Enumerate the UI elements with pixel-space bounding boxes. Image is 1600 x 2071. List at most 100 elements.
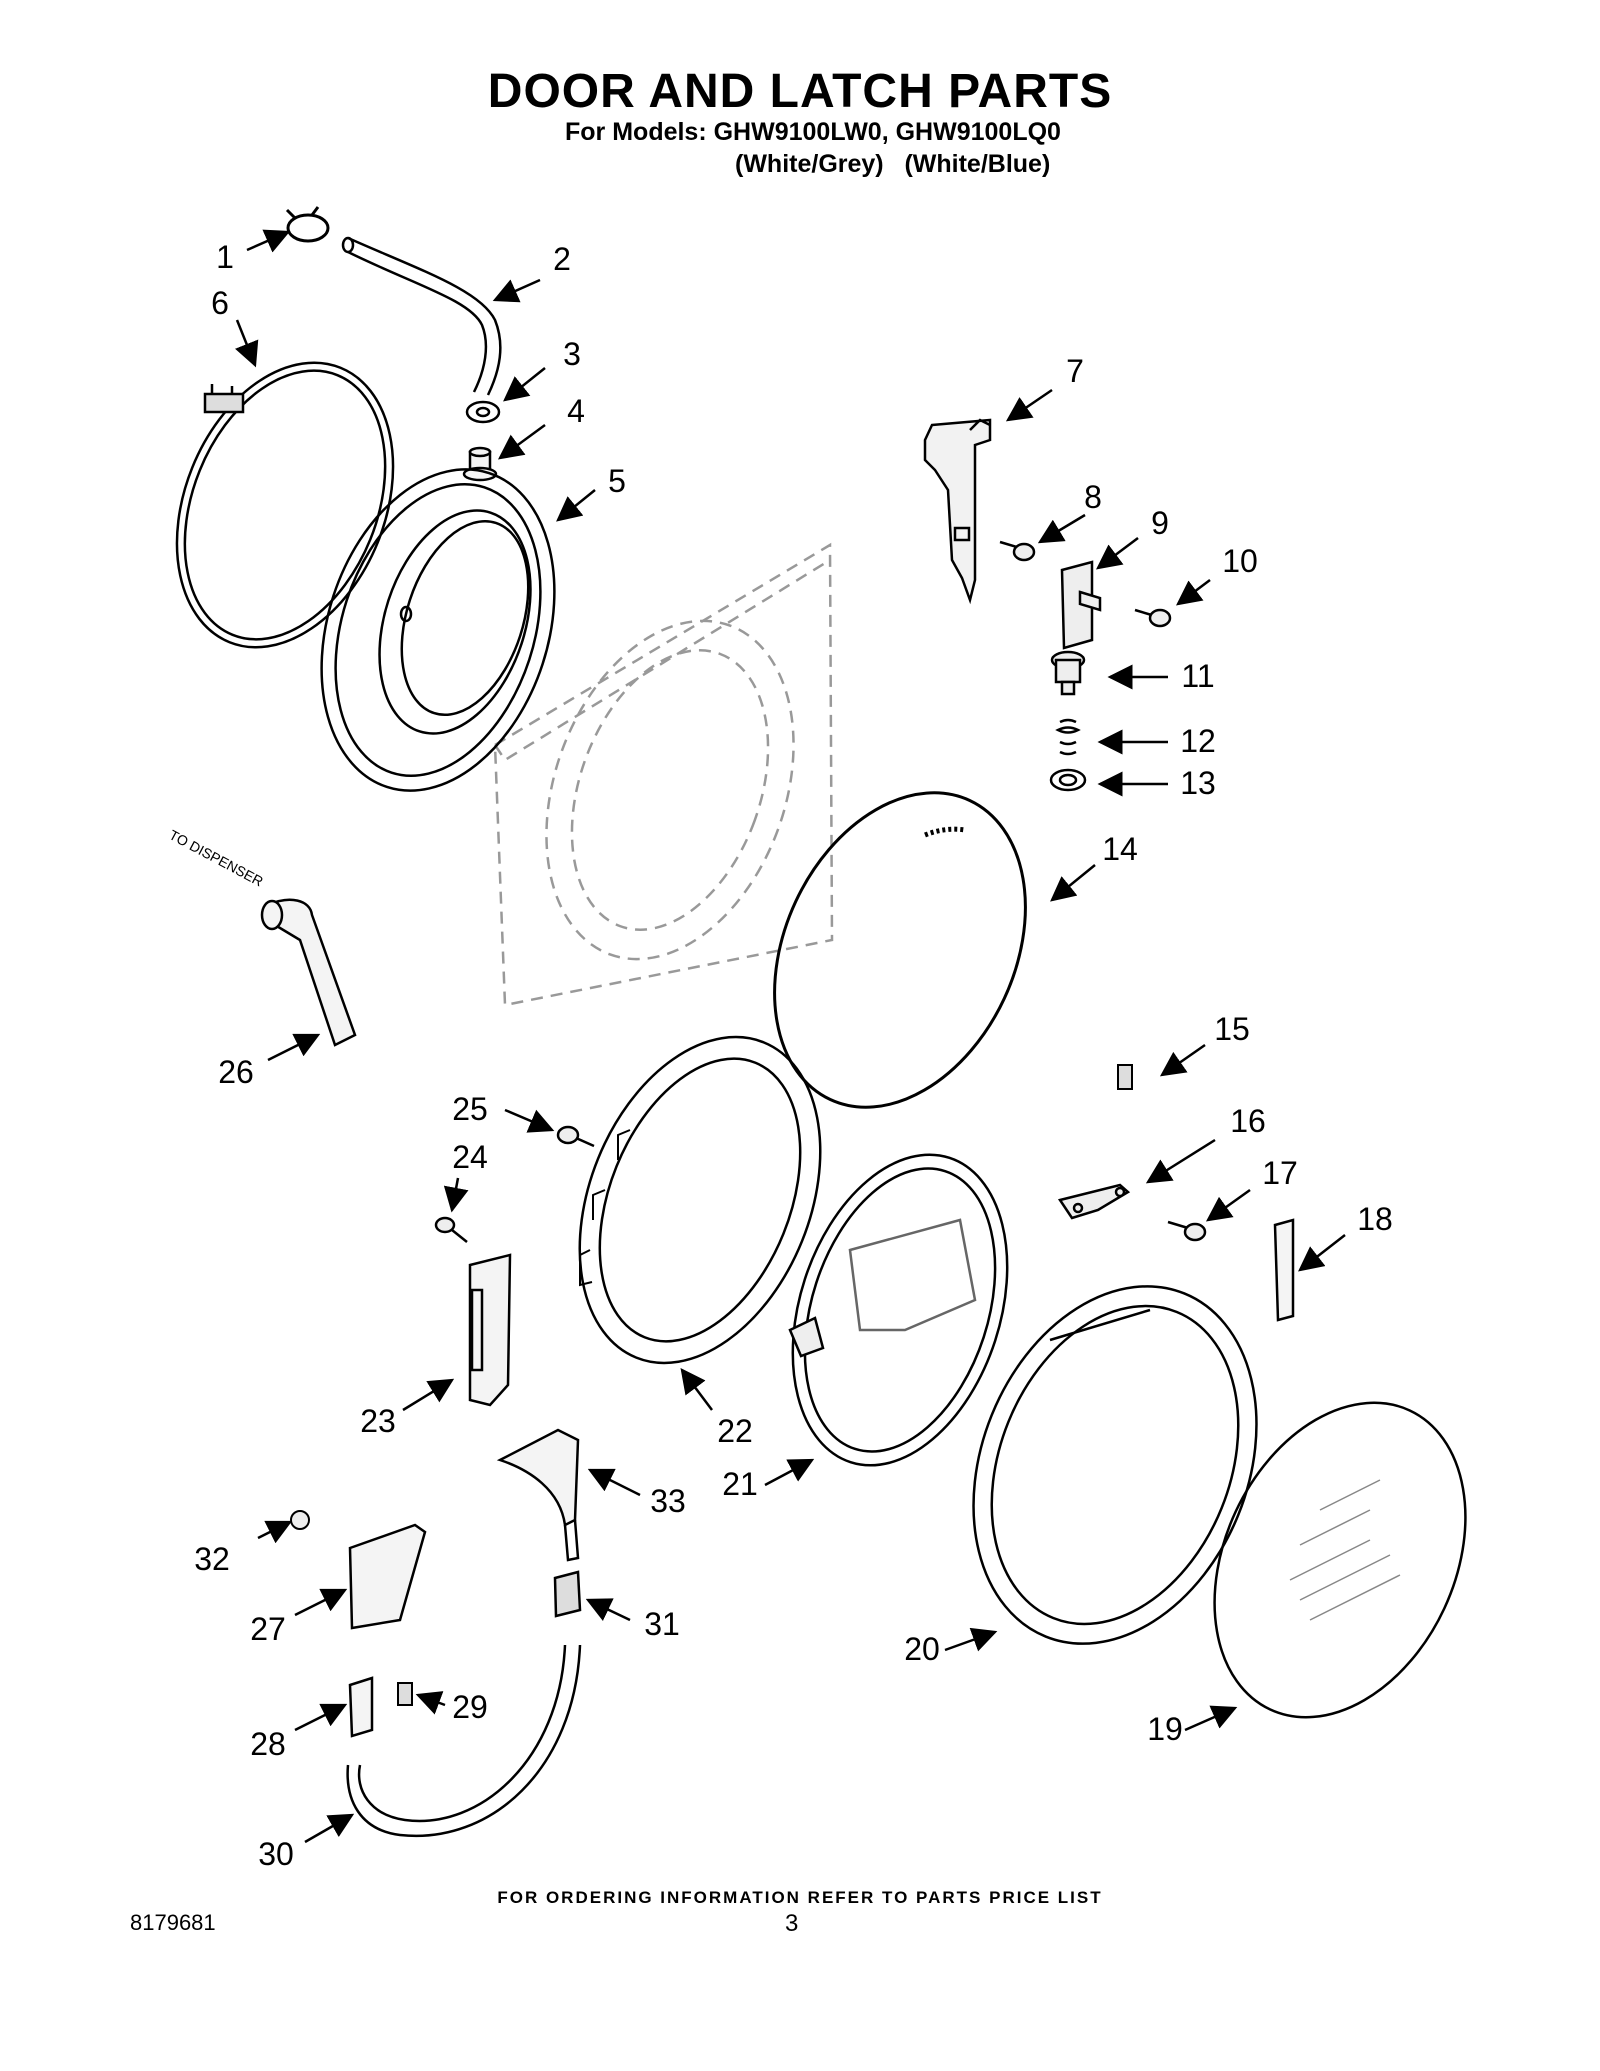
part-27-handle-cover bbox=[348, 1523, 427, 1630]
callout-label: 24 bbox=[452, 1139, 488, 1175]
part-17-screw bbox=[1167, 1220, 1207, 1242]
part-25-screw bbox=[556, 1125, 595, 1148]
callout-31: 31 bbox=[585, 1598, 680, 1642]
page-number: 3 bbox=[785, 1910, 799, 1937]
part-33-handle bbox=[496, 1428, 580, 1562]
part-8-screw bbox=[999, 540, 1036, 562]
callout-14: 14 bbox=[1050, 831, 1138, 902]
callout-label: 13 bbox=[1180, 765, 1216, 801]
callout-label: 19 bbox=[1147, 1711, 1183, 1747]
colors-line: (White/Grey) (White/Blue) bbox=[735, 150, 1051, 178]
callout-28: 28 bbox=[250, 1703, 348, 1762]
part-29-pad bbox=[397, 1682, 413, 1706]
part-21-inner-door bbox=[788, 1153, 1009, 1467]
callout-label: 18 bbox=[1357, 1201, 1393, 1237]
part-19-door-glass bbox=[1213, 1401, 1467, 1719]
callout-label: 21 bbox=[722, 1466, 758, 1502]
callout-label: 16 bbox=[1230, 1103, 1266, 1139]
callout-18: 18 bbox=[1298, 1201, 1393, 1272]
callout-label: 31 bbox=[644, 1606, 680, 1642]
part-18-strip bbox=[1273, 1218, 1295, 1322]
callout-label: 32 bbox=[194, 1541, 230, 1577]
part-32-cap bbox=[290, 1510, 310, 1530]
part-7-latch-bracket bbox=[923, 418, 992, 605]
part-15-clip bbox=[1117, 1064, 1133, 1090]
cabinet-front-outline bbox=[493, 542, 834, 1007]
callout-25: 25 bbox=[452, 1091, 555, 1133]
callout-label: 12 bbox=[1180, 723, 1216, 759]
callout-label: 1 bbox=[216, 239, 234, 275]
callout-27: 27 bbox=[250, 1588, 348, 1647]
callout-label: 4 bbox=[567, 393, 585, 429]
part-12-spring bbox=[1055, 718, 1081, 756]
callout-label: 8 bbox=[1084, 479, 1102, 515]
callout-9: 9 bbox=[1096, 505, 1169, 570]
part-31-block bbox=[553, 1570, 582, 1618]
callout-11: 11 bbox=[1107, 658, 1215, 694]
part-6-clamp-band bbox=[175, 361, 395, 649]
callout-33: 33 bbox=[587, 1468, 686, 1519]
callout-label: 6 bbox=[211, 285, 229, 321]
part-1-clamp bbox=[285, 206, 330, 243]
callout-label: 22 bbox=[717, 1413, 753, 1449]
callout-label: 9 bbox=[1151, 505, 1169, 541]
callout-label: 26 bbox=[218, 1054, 254, 1090]
callout-label: 30 bbox=[258, 1836, 294, 1872]
callout-label: 14 bbox=[1102, 831, 1138, 867]
callout-20: 20 bbox=[904, 1627, 998, 1667]
part-24-screw bbox=[434, 1216, 468, 1243]
callout-19: 19 bbox=[1147, 1705, 1238, 1747]
document-number: 8179681 bbox=[130, 1910, 216, 1935]
part-10-screw bbox=[1134, 608, 1172, 628]
callout-4: 4 bbox=[497, 393, 585, 460]
callout-label: 28 bbox=[250, 1726, 286, 1762]
to-dispenser-label: TO DISPENSER bbox=[167, 827, 266, 890]
part-26-dispenser-hose bbox=[260, 898, 357, 1047]
callout-label: 10 bbox=[1222, 543, 1258, 579]
callout-10: 10 bbox=[1176, 543, 1258, 606]
callout-label: 25 bbox=[452, 1091, 488, 1127]
callout-32: 32 bbox=[194, 1520, 293, 1577]
part-9-latch bbox=[1060, 560, 1102, 650]
part-16-strike bbox=[1057, 1183, 1131, 1220]
part-22-door-frame bbox=[578, 1035, 822, 1365]
callout-label: 17 bbox=[1262, 1155, 1298, 1191]
part-2-hose bbox=[341, 236, 502, 396]
part-5-door-boot bbox=[320, 468, 556, 792]
part-28-latch-insert bbox=[348, 1676, 374, 1738]
callout-12: 12 bbox=[1097, 723, 1216, 759]
page-title: DOOR AND LATCH PARTS bbox=[487, 65, 1113, 118]
callout-label: 5 bbox=[608, 463, 626, 499]
callout-1: 1 bbox=[216, 229, 291, 275]
callout-label: 15 bbox=[1214, 1011, 1250, 1047]
callout-16: 16 bbox=[1145, 1103, 1266, 1184]
callout-5: 5 bbox=[556, 463, 626, 522]
callout-label: 33 bbox=[650, 1483, 686, 1519]
callout-15: 15 bbox=[1159, 1011, 1250, 1077]
callout-29: 29 bbox=[415, 1689, 488, 1725]
callout-label: 23 bbox=[360, 1403, 396, 1439]
callout-label: 29 bbox=[452, 1689, 488, 1725]
callout-label: 2 bbox=[553, 241, 571, 277]
callout-7: 7 bbox=[1005, 353, 1084, 422]
part-11-plunger bbox=[1050, 650, 1086, 696]
callout-6: 6 bbox=[211, 285, 259, 368]
callout-label: 3 bbox=[563, 336, 581, 372]
ordering-note: FOR ORDERING INFORMATION REFER TO PARTS … bbox=[497, 1888, 1103, 1907]
callout-label: 11 bbox=[1181, 658, 1214, 694]
callout-24: 24 bbox=[443, 1139, 488, 1213]
callout-13: 13 bbox=[1097, 765, 1216, 801]
part-13-seal bbox=[1049, 768, 1087, 792]
callout-26: 26 bbox=[218, 1033, 321, 1090]
callout-label: 27 bbox=[250, 1611, 286, 1647]
part-4-nozzle bbox=[462, 446, 498, 482]
callout-17: 17 bbox=[1205, 1155, 1298, 1222]
part-20-outer-door bbox=[972, 1285, 1258, 1645]
callout-2: 2 bbox=[492, 241, 571, 303]
part-14-gasket bbox=[773, 791, 1027, 1109]
callout-23: 23 bbox=[360, 1378, 455, 1439]
callout-label: 20 bbox=[904, 1631, 940, 1667]
callout-8: 8 bbox=[1037, 479, 1102, 544]
models-line: For Models: GHW9100LW0, GHW9100LQ0 bbox=[565, 118, 1061, 146]
